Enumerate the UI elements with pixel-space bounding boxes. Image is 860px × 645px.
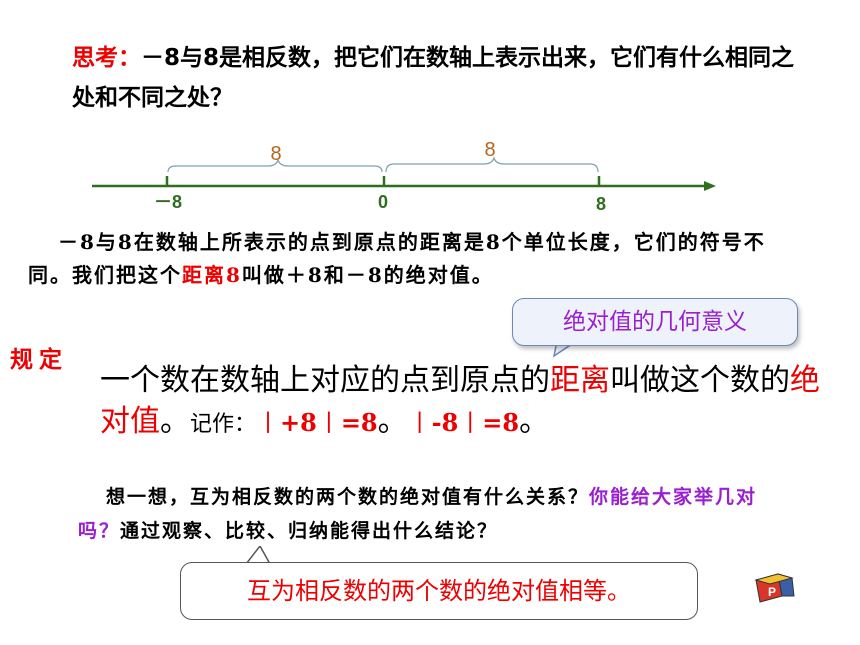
explanation-paragraph: －8与8在数轴上所表示的点到原点的距离是8个单位长度，它们的符号不同。我们把这个… xyxy=(28,226,788,292)
example-positive: ︱+8︱=8 xyxy=(256,408,378,437)
definition-highlight-distance: 距离 xyxy=(550,363,610,398)
distance-label-left: 8 xyxy=(270,143,281,165)
think-text-2: 通过观察、比较、归纳能得出什么结论？ xyxy=(120,520,499,542)
callout-geometric-meaning: 绝对值的几何意义 xyxy=(512,298,798,346)
axis-arrow xyxy=(704,181,716,191)
example-separator: 。 xyxy=(377,404,408,439)
think-purple: 你能给大家举几对吗？ xyxy=(78,486,758,542)
definition-end: 。 xyxy=(519,404,550,439)
definition-text-1: 一个数在数轴上对应的点到原点的 xyxy=(100,363,550,398)
example-negative: ︱-8︱=8 xyxy=(407,408,520,437)
explanation-highlight: 距离8 xyxy=(182,263,242,287)
svg-text:P: P xyxy=(768,585,776,599)
question: 思考：－8与8是相反数，把它们在数轴上表示出来，它们有什么相同之处和不同之处？ xyxy=(72,38,802,118)
definition-text-2: 叫做这个数的 xyxy=(610,363,790,398)
distance-brace-left xyxy=(167,158,383,173)
tick-label-0: 0 xyxy=(378,192,388,212)
answer-callout: 互为相反数的两个数的绝对值相等。 xyxy=(180,562,698,620)
question-keyword: 思考： xyxy=(72,44,141,71)
distance-brace-right xyxy=(385,156,599,173)
think-text-1: 想一想，互为相反数的两个数的绝对值有什么关系？ xyxy=(106,486,590,508)
definition-text-3: 。 xyxy=(160,404,190,439)
think-question: 想一想，互为相反数的两个数的绝对值有什么关系？你能给大家举几对吗？通过观察、比较… xyxy=(78,480,798,548)
definition: 一个数在数轴上对应的点到原点的距离叫做这个数的绝对值。记作：︱+8︱=8。︱-8… xyxy=(100,360,820,445)
definition-highlight-absolute: 绝对值 xyxy=(100,363,820,439)
rule-label: 规定 xyxy=(10,346,68,373)
explanation-text-1: －8与8在数轴上所表示的点到原点的距离是8个单位长度，它们的符号不同。我们把这个 xyxy=(28,230,766,287)
tick-label-neg8: －8 xyxy=(154,192,182,212)
explanation-text-2: 叫做＋8和－8的绝对值。 xyxy=(241,263,494,287)
slide-nav-icon[interactable]: P xyxy=(748,566,804,606)
question-text: －8与8是相反数，把它们在数轴上表示出来，它们有什么相同之处和不同之处？ xyxy=(72,45,795,111)
tick-label-8: 8 xyxy=(596,194,606,214)
notation-label: 记作： xyxy=(190,412,257,437)
distance-label-right: 8 xyxy=(484,139,495,161)
number-line: 8 8 －8 0 8 xyxy=(92,139,716,214)
